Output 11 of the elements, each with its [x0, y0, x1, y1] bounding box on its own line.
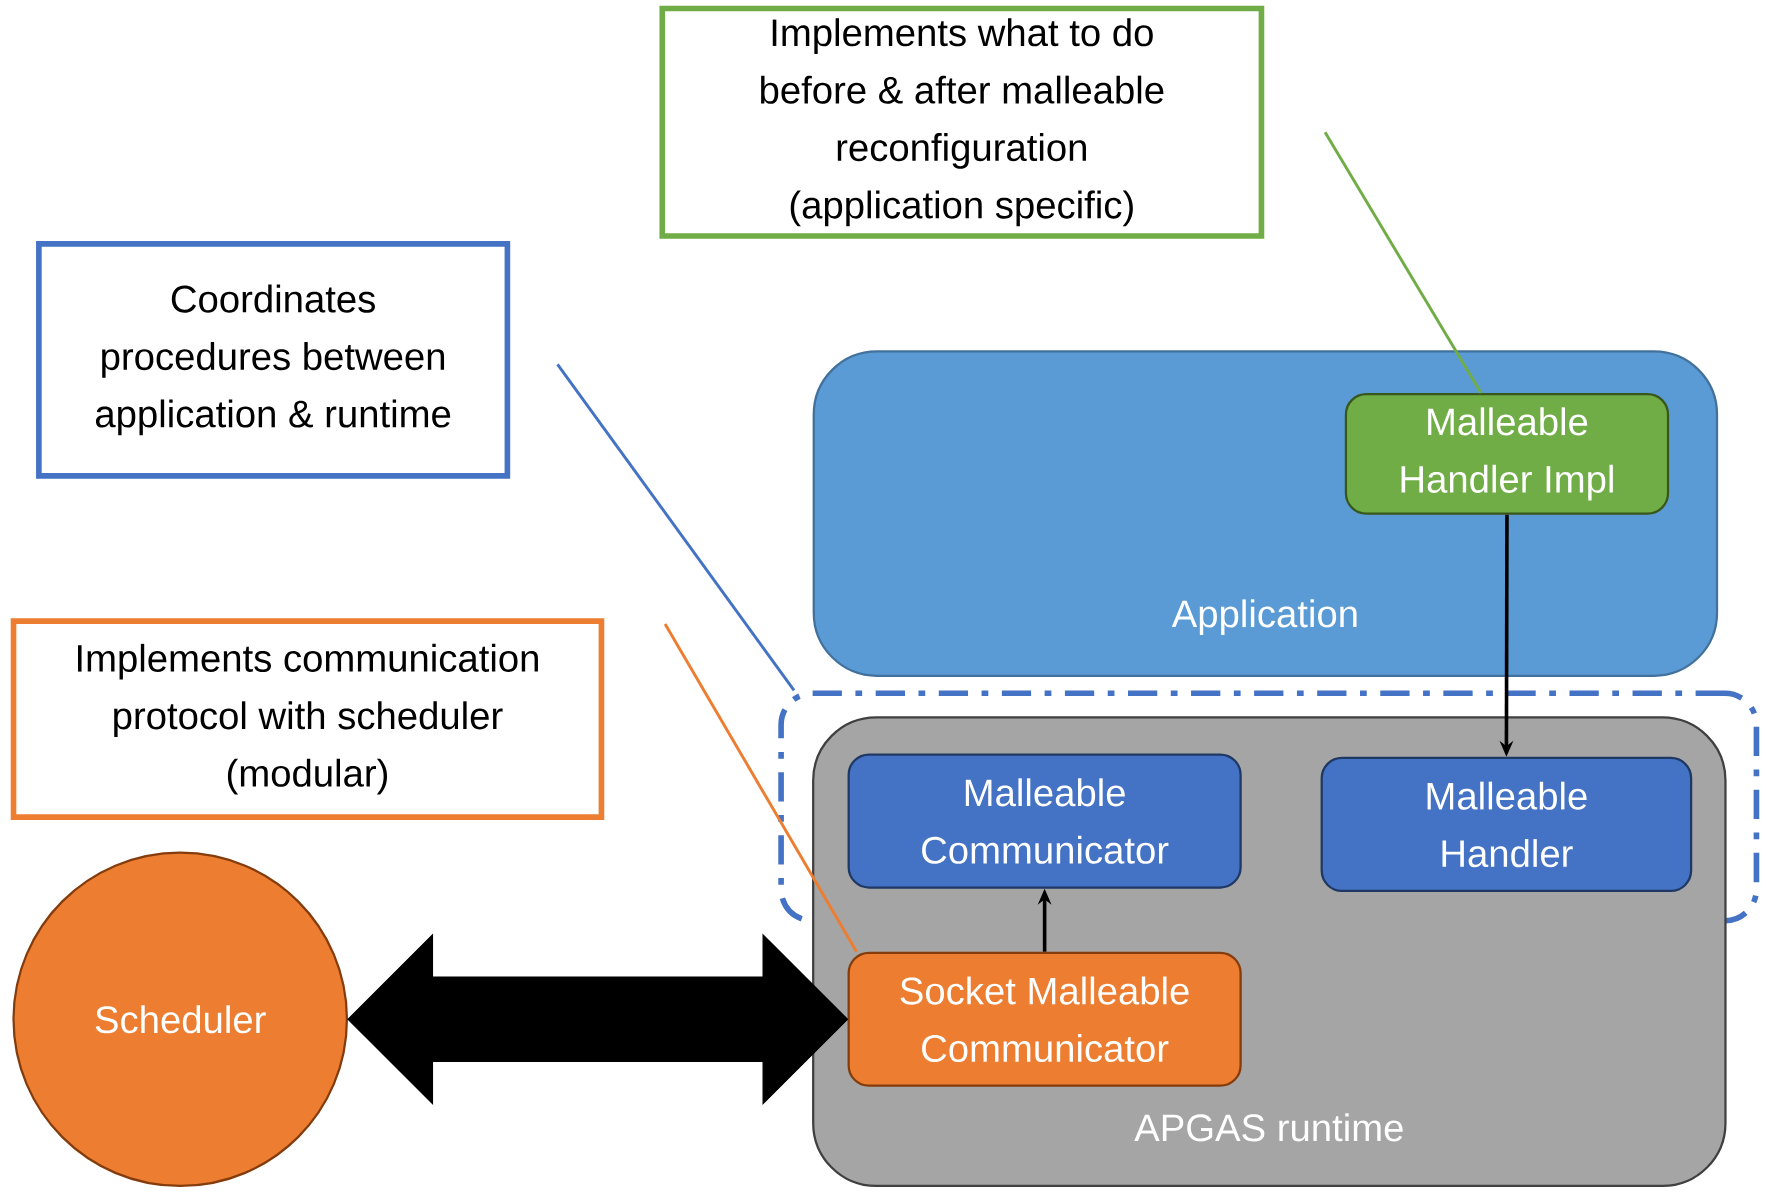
callout-box: Implements communication protocol with scheduler (modular)	[10, 618, 605, 820]
component-box: Malleable Communicator	[847, 753, 1242, 889]
leader-line	[556, 363, 796, 692]
leader-line	[663, 622, 858, 953]
leader-line	[1323, 131, 1483, 394]
callout-box: Coordinates procedures between application & runtime	[36, 240, 511, 479]
double-block-arrow	[347, 933, 849, 1105]
component-box: Socket Malleable Communicator	[847, 951, 1242, 1087]
component-box: Malleable Handler Impl	[1344, 392, 1670, 515]
callout-box: Implements what to do before & after malleable reconfiguration (application specific)	[659, 5, 1265, 239]
component-box: Malleable Handler	[1320, 756, 1693, 892]
